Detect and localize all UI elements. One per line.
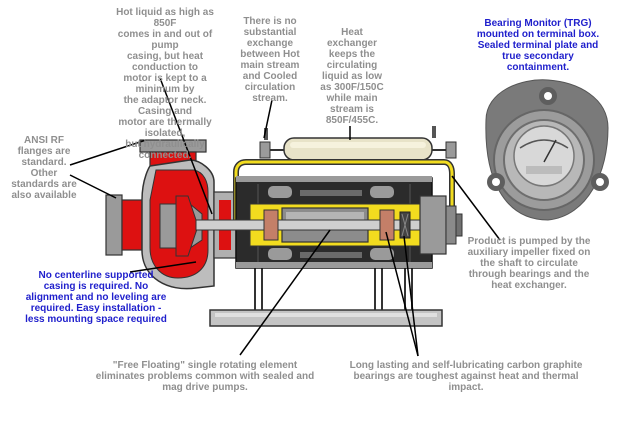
leader-ansi-flanges-bottom <box>69 174 117 199</box>
leader-ansi-flanges-top <box>69 139 147 166</box>
bearing-monitor-note: Bearing Monitor (TRG) mounted on termina… <box>476 18 600 73</box>
leader-lines <box>69 77 501 357</box>
heat-exchanger-note: Heat exchanger keeps the circulating liq… <box>320 27 384 126</box>
base-frame <box>209 268 443 327</box>
pump-casing <box>141 159 215 290</box>
circulation-tubing <box>233 159 455 226</box>
suction-flange <box>105 194 143 256</box>
leader-hot-liquid <box>159 77 213 215</box>
no-exchange-note: There is no substantial exchange between… <box>240 16 300 104</box>
bearing-monitor-photo <box>470 72 618 232</box>
leader-free-floating <box>239 229 331 356</box>
leader-carbon-bearings-a <box>385 231 419 357</box>
free-floating-note: "Free Floating" single rotating element … <box>95 360 315 393</box>
leader-no-exchange <box>263 99 273 139</box>
leader-product-pumped <box>451 175 501 241</box>
leader-carbon-bearings-b <box>403 235 419 357</box>
carbon-bearings-note: Long lasting and self-lubricating carbon… <box>349 360 583 393</box>
carbon-bearings <box>263 209 411 241</box>
leader-no-centerline <box>129 261 197 273</box>
ansi-flanges-note: ANSI RF flanges are standard. Other stan… <box>11 135 77 201</box>
no-centerline-note: No centerline supported casing is requir… <box>25 270 167 325</box>
rear-cap <box>419 195 463 255</box>
heat-exchanger <box>259 126 457 161</box>
product-pumped-note: Product is pumped by the auxiliary impel… <box>467 236 591 291</box>
hot-liquid-note: Hot liquid as high as 850F comes in and … <box>116 7 214 161</box>
